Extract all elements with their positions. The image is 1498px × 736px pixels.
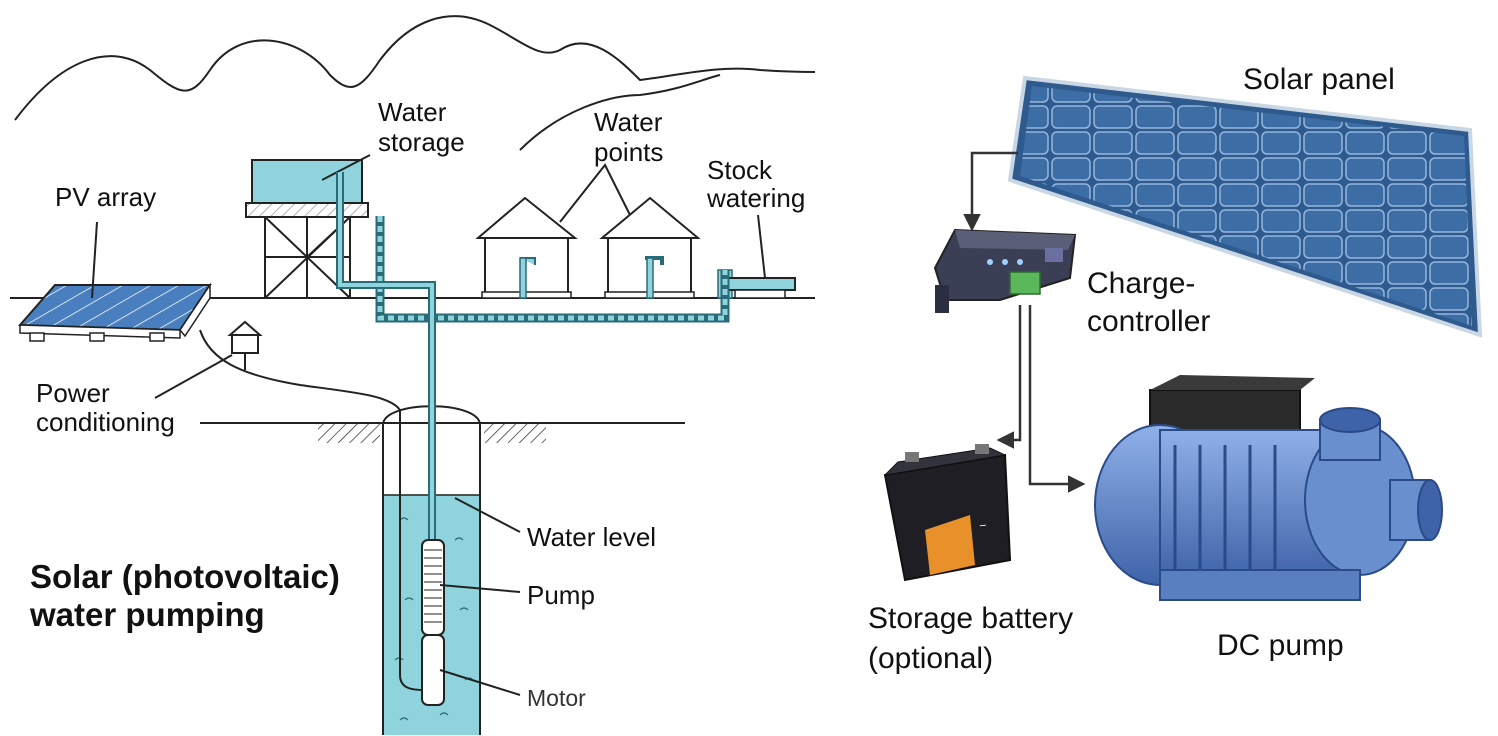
riser-pipe [336, 172, 436, 540]
submersible-pump [421, 539, 445, 636]
pv-array-leader [91, 221, 98, 299]
stock-watering-label-2: watering [706, 183, 805, 213]
water-storage-label-2: storage [378, 127, 465, 157]
pump-motor [421, 634, 445, 706]
pv-cable [199, 329, 401, 411]
water-points-label-2: points [594, 137, 663, 167]
pump-label: Pump [527, 580, 595, 610]
dc-pump-label: DC pump [1217, 629, 1344, 662]
stock-watering-leader [757, 214, 766, 279]
water-points-label-1: Water [594, 107, 663, 137]
water-level-label: Water level [527, 522, 656, 552]
charge-controller [933, 228, 1077, 313]
solar-panel [1007, 75, 1483, 338]
storage-battery: ~ [883, 444, 1012, 582]
left-title-line-2: water pumping [29, 596, 265, 633]
controller-to-pump-wire [1028, 305, 1086, 493]
power-conditioning-leader [154, 354, 233, 399]
water-point-house-1 [475, 196, 578, 299]
power-conditioning-label-1: Power [36, 378, 110, 408]
water-storage-label-1: Water [378, 97, 447, 127]
stock-watering-label-1: Stock [707, 155, 773, 185]
storage-battery-label-1: Storage battery [868, 602, 1073, 635]
left-diagram: PV array Water storage Water points Stoc… [10, 15, 816, 735]
right-diagram: ~ Solar panel Charge- controller Storage… [868, 63, 1483, 675]
charge-controller-label-1: Charge- [1087, 267, 1195, 300]
water-point-house-2 [599, 196, 701, 299]
water-level-leader [454, 497, 521, 533]
power-conditioning-label-2: conditioning [36, 407, 175, 437]
pv-array [17, 282, 212, 342]
water-points-leader [559, 163, 631, 223]
motor-leader [439, 669, 521, 696]
mountain-front [519, 74, 721, 151]
mountain-ridge [14, 15, 816, 121]
svg-text:~: ~ [978, 518, 987, 533]
storage-battery-label-2: (optional) [868, 642, 993, 675]
power-conditioning-unit [227, 320, 263, 370]
water-storage-tower [245, 159, 369, 299]
pv-array-label: PV array [55, 182, 156, 212]
dc-pump [1094, 375, 1443, 601]
charge-controller-label-2: controller [1087, 305, 1210, 338]
panel-to-controller-wire [963, 151, 1018, 232]
water-storage-leader [321, 154, 371, 181]
solar-panel-label: Solar panel [1243, 63, 1395, 96]
left-title-line-1: Solar (photovoltaic) [30, 558, 340, 595]
pump-leader [439, 584, 521, 593]
motor-label: Motor [527, 685, 586, 711]
stock-watering-trough [717, 269, 796, 299]
controller-to-battery-wire [996, 305, 1022, 449]
